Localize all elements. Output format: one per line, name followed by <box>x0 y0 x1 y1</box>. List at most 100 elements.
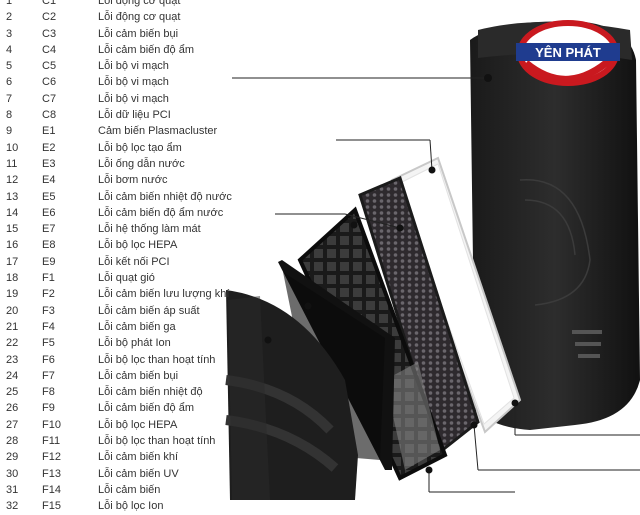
error-code-row: 14 E6 Lỗi cảm biến độ ẩm nước <box>0 205 230 221</box>
error-code: C7 <box>42 92 57 105</box>
error-number: 32 <box>6 500 19 513</box>
error-description: Lỗi cảm biến nhiệt độ <box>98 386 203 399</box>
error-number: 1 <box>6 0 13 7</box>
error-code: E3 <box>42 157 56 170</box>
error-description: Lỗi động cơ quạt <box>98 11 181 24</box>
error-code: F13 <box>42 467 61 480</box>
error-description: Lỗi dữ liệu PCI <box>98 109 171 122</box>
error-description: Lỗi cảm biến bụi <box>98 27 179 40</box>
error-description: Lỗi bộ lọc than hoạt tính <box>98 435 216 448</box>
error-code: F9 <box>42 402 55 415</box>
error-number: 31 <box>6 483 19 496</box>
error-description: Lỗi hệ thống làm mát <box>98 223 201 236</box>
error-description: Lỗi bơm nước <box>98 174 168 187</box>
error-number: 10 <box>6 141 19 154</box>
error-description: Lỗi bộ lọc than hoạt tính <box>98 353 216 366</box>
error-description: Lỗi cảm biến áp suất <box>98 304 200 317</box>
error-description: Lỗi động cơ quạt <box>98 0 181 7</box>
error-number: 23 <box>6 353 19 366</box>
error-code: C5 <box>42 60 57 73</box>
error-number: 28 <box>6 435 19 448</box>
error-code: E4 <box>42 174 56 187</box>
error-description: Lỗi bộ lọc HEPA <box>98 239 178 252</box>
error-code-row: 6 C6 Lỗi bộ vi mạch <box>0 74 230 90</box>
error-description: Lỗi cảm biến bụi <box>98 369 179 382</box>
error-number: 11 <box>6 157 18 170</box>
error-description: Lỗi bộ phát Ion <box>98 337 171 350</box>
error-code: F3 <box>42 304 55 317</box>
error-code: C2 <box>42 11 57 24</box>
error-code: E9 <box>42 255 56 268</box>
error-description: Lỗi cảm biến nhiệt độ nước <box>98 190 232 203</box>
callout-lines <box>232 74 640 493</box>
error-description: Lỗi ống dẫn nước <box>98 157 185 170</box>
error-description: Lỗi cảm biến ga <box>98 320 176 333</box>
error-description: Lỗi bộ lọc tạo ẩm <box>98 141 182 154</box>
error-code: E5 <box>42 190 56 203</box>
error-description: Lỗi bộ lọc Ion <box>98 500 164 513</box>
error-number: 16 <box>6 239 19 252</box>
error-number: 21 <box>6 320 19 333</box>
error-code-row: 25 F8 Lỗi cảm biến nhiệt độ <box>0 384 230 400</box>
error-code: C8 <box>42 109 57 122</box>
error-description: Lỗi cảm biến độ ẩm <box>98 43 194 56</box>
error-code: F11 <box>42 435 61 448</box>
error-description: Lỗi bộ vi mạch <box>98 76 169 89</box>
error-code-row: 20 F3 Lỗi cảm biến áp suất <box>0 303 230 319</box>
exploded-purifier-diagram <box>225 21 640 500</box>
error-code-row: 5 C5 Lỗi bộ vi mạch <box>0 58 230 74</box>
error-number: 15 <box>6 223 19 236</box>
error-code: C6 <box>42 76 57 89</box>
error-number: 9 <box>6 125 13 138</box>
error-code-row: 28 F11 Lỗi bộ lọc than hoạt tính <box>0 433 230 449</box>
error-description: Lỗi kết nối PCI <box>98 255 170 268</box>
error-description: Lỗi cảm biến độ ẩm nước <box>98 206 224 219</box>
logo-text: YÊN PHÁT <box>535 45 601 60</box>
error-number: 14 <box>6 206 19 219</box>
yen-phat-logo: YÊN PHÁT <box>508 18 628 88</box>
error-description: Lỗi cảm biến độ ẩm <box>98 402 194 415</box>
error-code-row: 9 E1 Cảm biến Plasmacluster <box>0 123 230 139</box>
error-number: 25 <box>6 386 19 399</box>
error-code: C3 <box>42 27 57 40</box>
error-number: 5 <box>6 60 13 73</box>
error-number: 30 <box>6 467 19 480</box>
error-code: F7 <box>42 369 55 382</box>
error-number: 22 <box>6 337 19 350</box>
error-number: 6 <box>6 76 13 89</box>
error-number: 13 <box>6 190 19 203</box>
error-code: F8 <box>42 386 55 399</box>
error-code: F4 <box>42 320 55 333</box>
error-code: F2 <box>42 288 55 301</box>
error-description: Lỗi quạt gió <box>98 272 155 285</box>
error-code-row: 13 E5 Lỗi cảm biến nhiệt độ nước <box>0 189 232 205</box>
error-description: Cảm biến Plasmacluster <box>98 125 218 138</box>
error-code-row: 21 F4 Lỗi cảm biến ga <box>0 319 230 335</box>
error-number: 20 <box>6 304 19 317</box>
error-code: E6 <box>42 206 56 219</box>
error-code: E7 <box>42 223 56 236</box>
error-number: 7 <box>6 92 13 105</box>
error-description: Lỗi bộ lọc HEPA <box>98 418 178 431</box>
error-number: 8 <box>6 109 13 122</box>
error-description: Lỗi bộ vi mạch <box>98 60 169 73</box>
error-code: E1 <box>42 125 56 138</box>
error-code: F15 <box>42 500 61 513</box>
error-number: 29 <box>6 451 19 464</box>
error-code: F6 <box>42 353 55 366</box>
